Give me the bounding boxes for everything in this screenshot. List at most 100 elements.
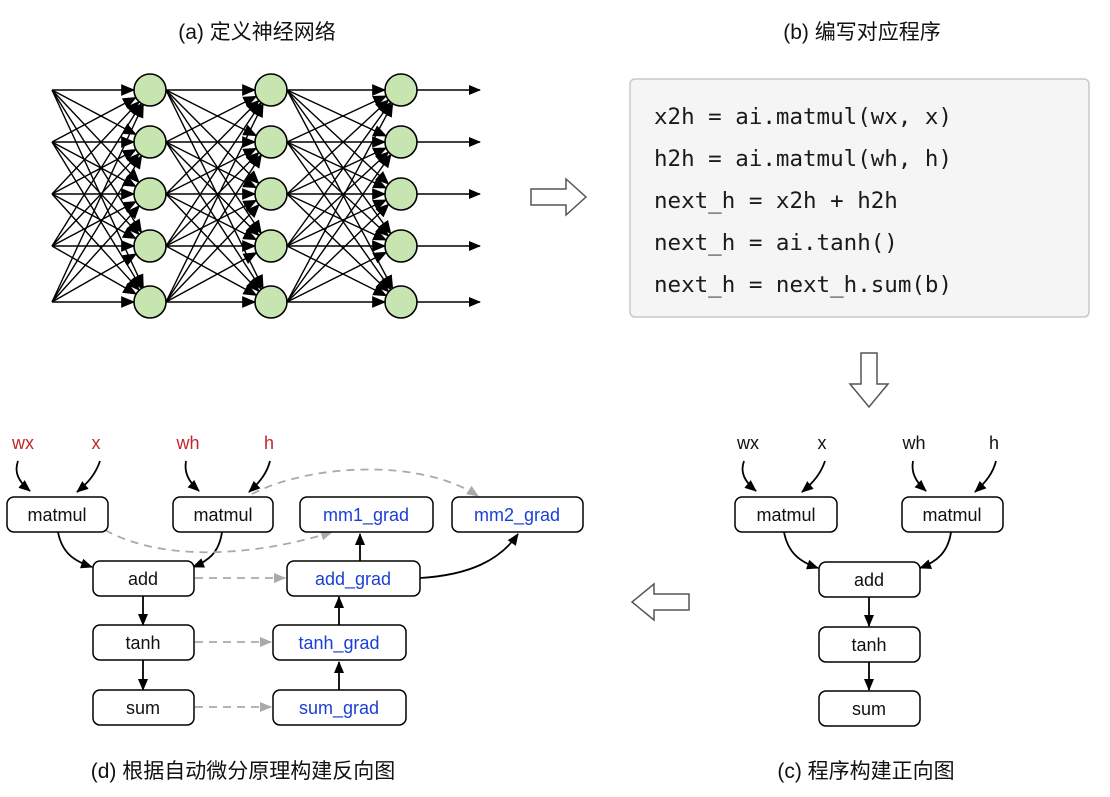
network-edge xyxy=(165,199,258,247)
network-edge xyxy=(165,193,258,241)
fwd-input-x: x xyxy=(818,433,827,453)
network-edge xyxy=(165,203,260,303)
bwd-input-x: x xyxy=(92,433,101,453)
code-line-5: next_h = next_h.sum(b) xyxy=(654,272,952,298)
network-connections xyxy=(51,84,481,308)
network-edge xyxy=(51,89,137,136)
network-edge xyxy=(51,89,140,184)
network-edge xyxy=(165,151,260,247)
network-edge xyxy=(286,151,390,247)
neuron xyxy=(384,177,418,211)
network-edge xyxy=(286,193,388,241)
network-neurons xyxy=(133,73,418,319)
bwd-node-add-grad: add_grad xyxy=(315,569,391,590)
network-edge xyxy=(165,89,260,185)
neuron xyxy=(384,73,418,107)
neuron xyxy=(384,229,418,263)
fwd-node-matmul2: matmul xyxy=(922,505,981,525)
fwd-node-sum: sum xyxy=(852,699,886,719)
network-edge xyxy=(286,99,390,195)
bwd-input-h: h xyxy=(264,433,274,453)
network-edge xyxy=(51,193,141,292)
fwd-input-wh: wh xyxy=(901,433,925,453)
bwd-node-tanh: tanh xyxy=(125,633,160,653)
network-edge xyxy=(51,89,143,234)
code-line-4: next_h = ai.tanh() xyxy=(654,230,898,256)
neuron xyxy=(254,125,288,159)
network-edge xyxy=(165,89,264,290)
network-edge xyxy=(165,147,258,195)
network-edge xyxy=(286,199,388,247)
network-edge xyxy=(286,245,388,297)
network-edge xyxy=(165,193,260,293)
network-edge xyxy=(51,103,144,303)
neuron xyxy=(254,73,288,107)
bwd-node-tanh-grad: tanh_grad xyxy=(298,633,379,654)
neuron xyxy=(133,285,167,319)
network-edge xyxy=(286,203,390,303)
caption-c: (c) 程序构建正向图 xyxy=(777,760,954,783)
bwd-node-mm2-grad: mm2_grad xyxy=(474,505,560,526)
fwd-input-wx: wx xyxy=(736,433,759,453)
caption-d: (d) 根据自动微分原理构建反向图 xyxy=(91,760,396,783)
network-edge xyxy=(165,102,264,303)
bwd-node-sum: sum xyxy=(126,698,160,718)
neuron xyxy=(133,125,167,159)
network-edge xyxy=(165,252,258,303)
neuron xyxy=(133,229,167,263)
network-edge xyxy=(165,141,258,189)
network-edge xyxy=(51,141,143,290)
fwd-node-matmul1: matmul xyxy=(756,505,815,525)
network-edge xyxy=(286,101,392,247)
bwd-input-wh: wh xyxy=(175,433,199,453)
network-edge xyxy=(286,153,392,303)
network-edge xyxy=(51,245,138,295)
code-line-3: next_h = x2h + h2h xyxy=(654,188,898,214)
fwd-input-h: h xyxy=(989,433,999,453)
code-line-1: x2h = ai.matmul(wx, x) xyxy=(654,104,952,130)
fwd-node-add: add xyxy=(854,570,884,590)
network-edge xyxy=(286,251,388,303)
network-edge xyxy=(165,101,262,247)
network-edge xyxy=(165,89,258,137)
network-edge xyxy=(51,100,140,195)
caption-a: (a) 定义神经网络 xyxy=(178,21,336,44)
network-edge xyxy=(51,200,137,247)
neuron xyxy=(254,229,288,263)
network-edge xyxy=(51,152,140,247)
caption-b: (b) 编写对应程序 xyxy=(783,21,941,44)
network-edge xyxy=(165,141,260,237)
network-edge xyxy=(286,102,394,303)
backward-graph: wx x wh h matmul matmul add tanh sum mm1… xyxy=(6,433,584,726)
neuron xyxy=(133,73,167,107)
network-edge xyxy=(51,154,143,303)
bwd-node-matmul1: matmul xyxy=(27,505,86,525)
network-edge xyxy=(286,141,392,291)
network-edge xyxy=(51,204,141,303)
network-edge xyxy=(51,96,137,143)
network-edge xyxy=(165,153,262,303)
network-edge xyxy=(51,148,137,195)
forward-graph: wx x wh h matmul matmul add tanh sum xyxy=(734,433,1004,727)
code-line-2: h2h = ai.matmul(wh, h) xyxy=(654,146,952,172)
bwd-input-wx: wx xyxy=(11,433,34,453)
bwd-node-mm1-grad: mm1_grad xyxy=(323,505,409,526)
code-panel: x2h = ai.matmul(wx, x) h2h = ai.matmul(w… xyxy=(629,78,1090,318)
fwd-node-tanh: tanh xyxy=(851,635,886,655)
network-edge xyxy=(286,147,388,195)
network-edge xyxy=(286,193,390,293)
network-edge xyxy=(165,95,258,143)
bwd-node-sum-grad: sum_grad xyxy=(299,698,379,719)
arrow-left-outline-icon xyxy=(630,582,690,622)
arrow-down-outline-icon xyxy=(848,352,890,409)
network-edge xyxy=(165,245,258,296)
network-edge xyxy=(51,141,140,236)
network-edge xyxy=(165,141,262,291)
network-edge xyxy=(286,89,394,290)
arrow-right-outline-icon xyxy=(530,177,588,217)
network-edge xyxy=(286,95,388,143)
neuron xyxy=(384,125,418,159)
network-edge xyxy=(165,99,260,195)
network-edge xyxy=(51,253,138,303)
